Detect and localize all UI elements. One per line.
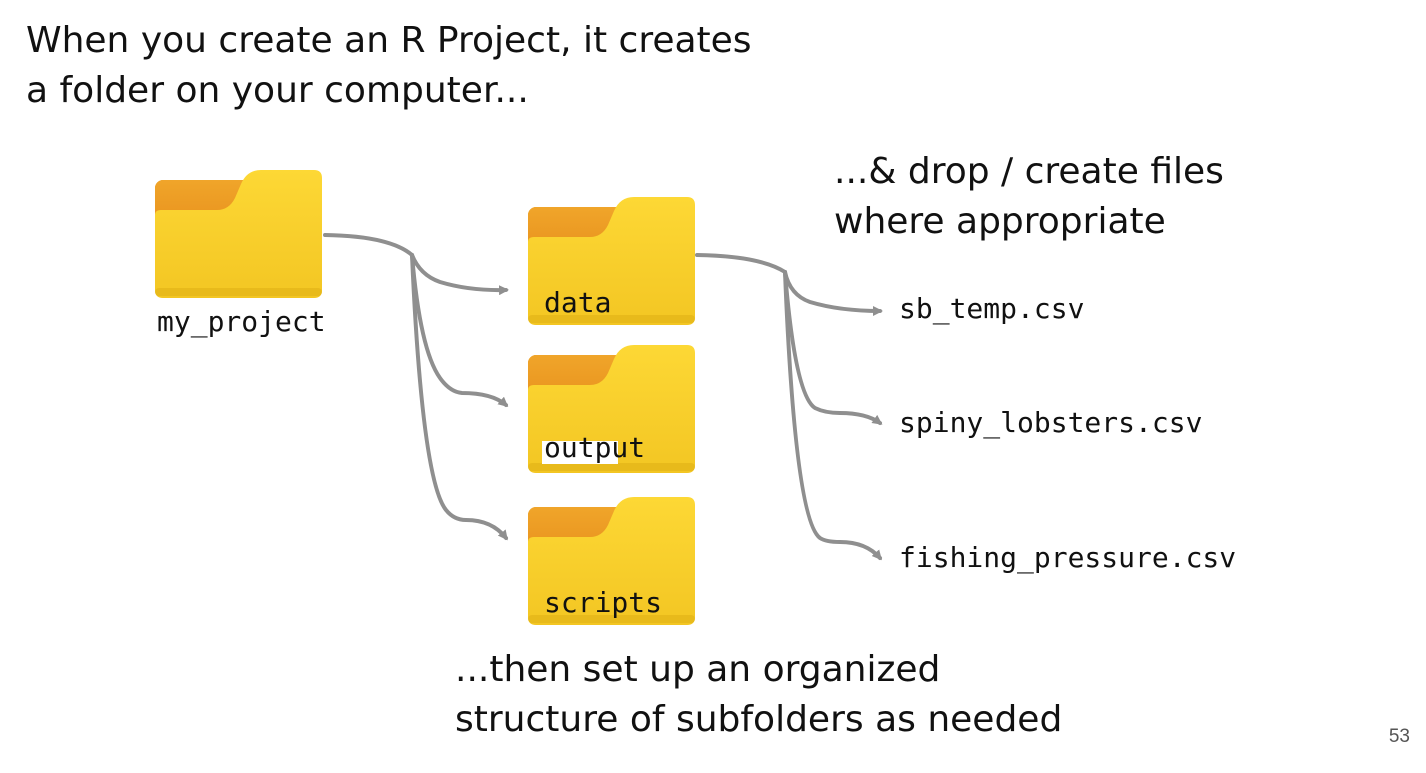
drop-note-line-2: where appropriate — [834, 201, 1166, 242]
arrow-to-output — [410, 253, 509, 407]
file-sb-temp: sb_temp.csv — [899, 292, 1085, 325]
subfolder-note-line-2: structure of subfolders as needed — [455, 699, 1063, 740]
arrow-to-sb-temp — [783, 270, 883, 316]
output-folder-label: output — [544, 431, 646, 464]
subfolder-note: ...then set up an organized structure of… — [455, 645, 1062, 745]
subfolder-note-line-1: ...then set up an organized — [455, 649, 941, 690]
page-number: 53 — [1388, 726, 1410, 747]
arrow-to-fishing-pressure — [783, 270, 882, 561]
drop-note-line-1: ...& drop / create files — [834, 151, 1224, 192]
connector-line — [695, 253, 787, 274]
connector-line — [323, 233, 414, 257]
page-heading: When you create an R Project, it creates… — [26, 16, 752, 116]
heading-line-1: When you create an R Project, it creates — [26, 20, 752, 61]
project-folder-label: my_project — [157, 305, 326, 338]
arrow-to-scripts — [410, 253, 508, 541]
file-fishing-pressure: fishing_pressure.csv — [899, 541, 1237, 574]
scripts-folder-label: scripts — [544, 586, 663, 619]
arrow-to-data — [410, 253, 509, 296]
heading-line-2: a folder on your computer... — [26, 70, 529, 111]
data-folder-label: data — [544, 286, 612, 319]
arrow-to-spiny-lobsters — [783, 270, 883, 425]
drop-files-note: ...& drop / create files where appropria… — [834, 147, 1224, 247]
file-spiny-lobsters: spiny_lobsters.csv — [899, 406, 1203, 439]
output-label-highlight — [542, 441, 618, 464]
project-folder-icon — [155, 170, 322, 298]
